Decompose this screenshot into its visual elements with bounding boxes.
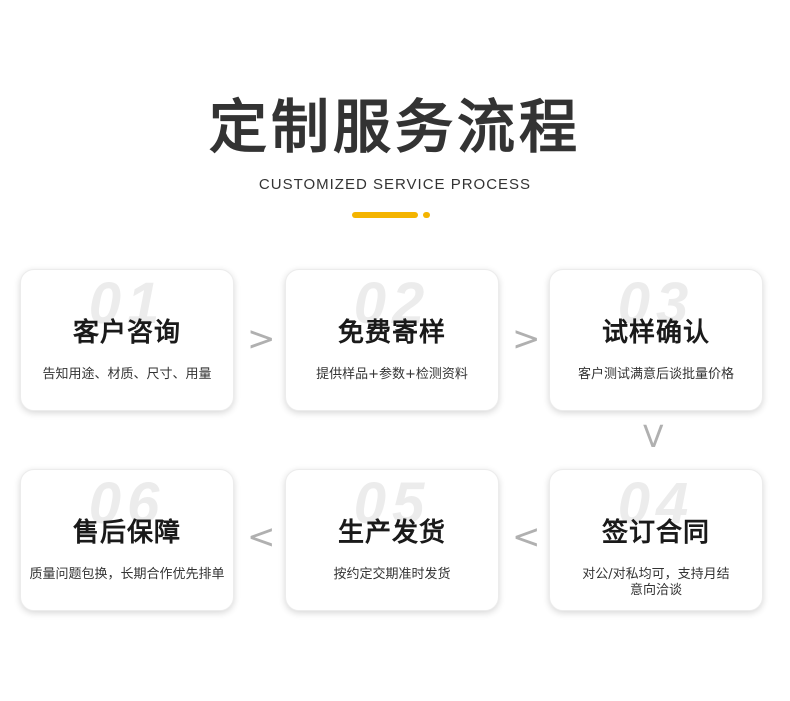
step-description: 客户测试满意后谈批量价格 bbox=[577, 367, 734, 382]
accent-dot bbox=[423, 212, 430, 218]
step-card-2: 02 免费寄样 提供样品+参数+检测资料 bbox=[285, 269, 499, 411]
step-number: 06 bbox=[88, 471, 166, 536]
step-card-3: 03 试样确认 客户测试满意后谈批量价格 bbox=[549, 269, 763, 411]
step-title: 售后保障 bbox=[72, 518, 181, 548]
accent-bar bbox=[352, 212, 418, 218]
step-title: 签订合同 bbox=[601, 518, 710, 548]
step-card-4: 04 签订合同 对公/对私均可，支持月结意向洽谈 bbox=[549, 469, 763, 611]
step-card-5: 05 生产发货 按约定交期准时发货 bbox=[285, 469, 499, 611]
arrow-left-icon: < bbox=[512, 517, 541, 557]
arrow-right-icon: > bbox=[247, 319, 276, 359]
step-description: 质量问题包换，长期合作优先排单 bbox=[29, 567, 225, 582]
step-number: 02 bbox=[353, 271, 431, 336]
step-title: 生产发货 bbox=[337, 518, 446, 548]
step-description: 告知用途、材质、尺寸、用量 bbox=[42, 367, 212, 382]
step-description: 对公/对私均可，支持月结意向洽谈 bbox=[582, 567, 730, 598]
step-description: 按约定交期准时发货 bbox=[333, 567, 451, 582]
step-number: 05 bbox=[353, 471, 431, 536]
page-title: 定制服务流程 bbox=[208, 93, 581, 161]
arrow-right-icon: > bbox=[512, 319, 541, 359]
arrow-down-icon: V bbox=[643, 420, 664, 455]
step-description: 提供样品+参数+检测资料 bbox=[316, 367, 468, 382]
step-number: 03 bbox=[617, 271, 695, 336]
step-card-6: 06 售后保障 质量问题包换，长期合作优先排单 bbox=[20, 469, 234, 611]
step-title: 试样确认 bbox=[601, 318, 710, 348]
page-subtitle: CUSTOMIZED SERVICE PROCESS bbox=[258, 176, 532, 193]
arrow-left-icon: < bbox=[247, 517, 276, 557]
step-title: 免费寄样 bbox=[337, 318, 446, 348]
step-card-1: 01 客户咨询 告知用途、材质、尺寸、用量 bbox=[20, 269, 234, 411]
step-number: 01 bbox=[88, 271, 166, 336]
step-title: 客户咨询 bbox=[72, 318, 181, 348]
step-number: 04 bbox=[617, 471, 695, 536]
